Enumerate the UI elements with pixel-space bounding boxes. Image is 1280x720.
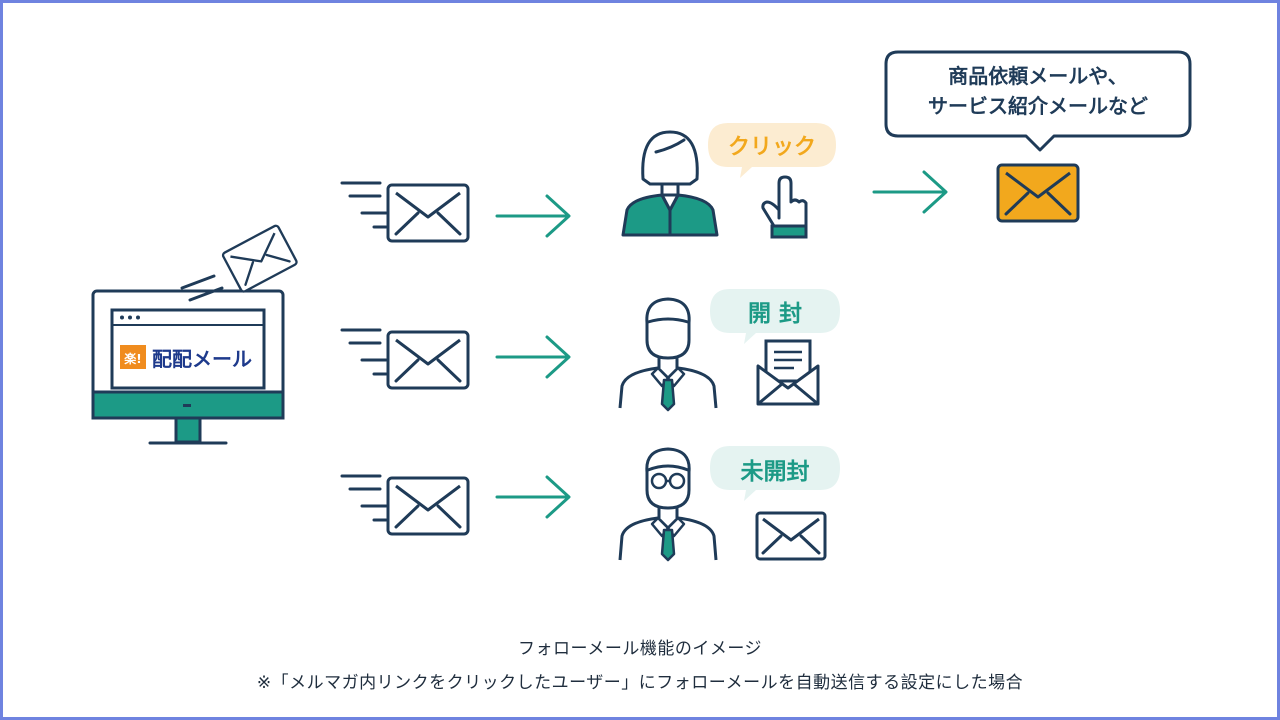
callout-line-2: サービス紹介メールなど xyxy=(928,94,1148,118)
man-avatar-icon xyxy=(618,297,718,412)
unopened-label: 未開封 xyxy=(741,459,810,485)
caption-note: ※「メルマガ内リンクをクリックしたユーザー」にフォローメールを自動送信する設定に… xyxy=(256,673,1024,693)
flying-envelope-icon xyxy=(180,223,299,302)
computer-icon: 楽! 配配メール xyxy=(91,289,285,445)
open-label: 開 封 xyxy=(748,301,802,327)
callout-bubble: 商品依頼メールや、 サービス紹介メールなど xyxy=(884,50,1192,152)
callout-line-1: 商品依頼メールや、 xyxy=(948,64,1127,88)
outgoing-mail-icon xyxy=(340,181,470,243)
outgoing-mail-icon xyxy=(340,474,470,536)
woman-avatar-icon xyxy=(621,130,719,237)
arrow-icon xyxy=(872,170,948,214)
follow-mail-envelope-icon xyxy=(996,163,1080,223)
logo: 楽! 配配メール xyxy=(120,345,252,371)
open-letter-icon xyxy=(756,339,820,406)
unopened-bubble: 未開封 xyxy=(710,446,840,501)
arrow-icon xyxy=(495,475,571,519)
logo-name: 配配メール xyxy=(152,347,252,371)
arrow-icon xyxy=(495,335,571,379)
arrow-icon xyxy=(495,194,571,238)
caption-title: フォローメール機能のイメージ xyxy=(518,639,762,659)
outgoing-mail-icon xyxy=(340,328,470,390)
click-bubble: クリック xyxy=(708,123,836,178)
man-glasses-avatar-icon xyxy=(618,447,718,562)
closed-envelope-icon xyxy=(755,511,827,561)
click-label: クリック xyxy=(728,135,816,160)
logo-mark: 楽! xyxy=(124,351,141,366)
pointer-hand-icon xyxy=(761,175,808,239)
open-bubble: 開 封 xyxy=(710,289,840,344)
